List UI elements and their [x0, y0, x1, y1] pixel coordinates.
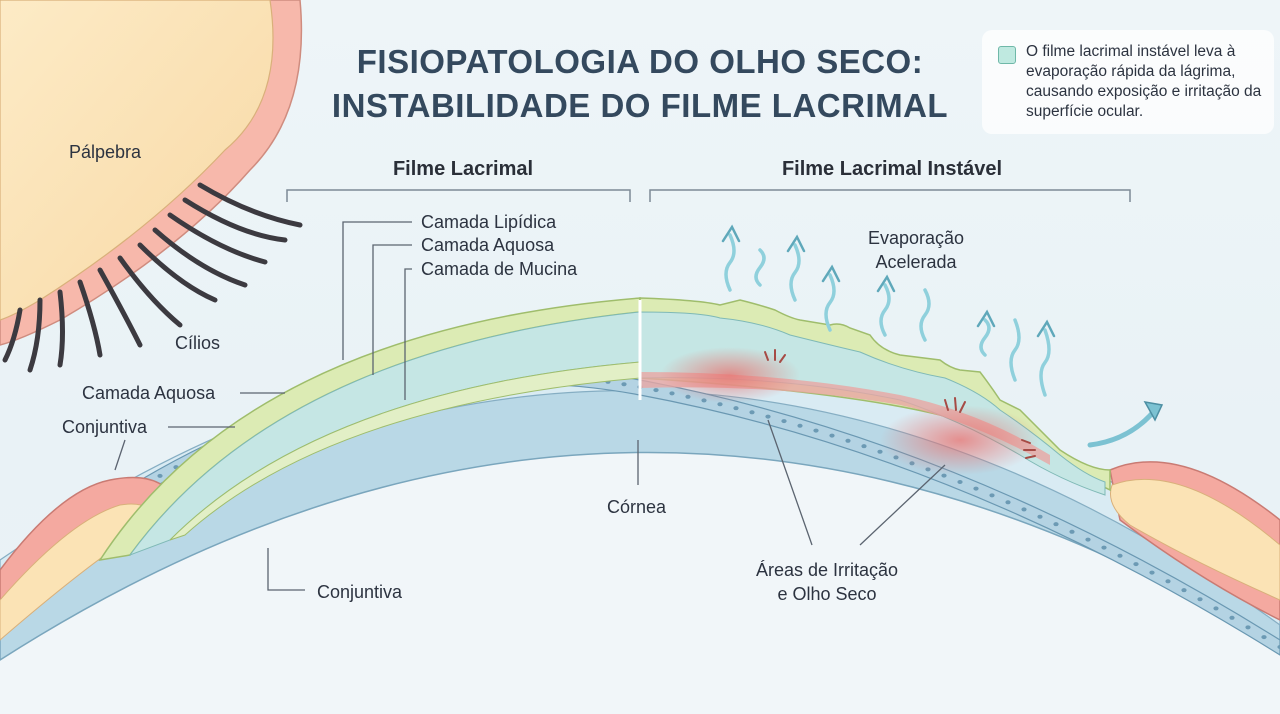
epithelium-cell — [1021, 507, 1027, 512]
epithelium-cell — [1277, 645, 1280, 649]
epithelium-cell — [1117, 553, 1123, 558]
legend-box: O filme lacrimal instável leva à evapora… — [982, 30, 1274, 134]
epithelium-cell — [1261, 635, 1267, 640]
label-cilios: Cílios — [175, 333, 221, 353]
label-conjuntiva-bottom: Conjuntiva — [317, 582, 403, 602]
evaporation-wisp — [724, 233, 736, 292]
evaporation-arrow-head — [821, 264, 841, 283]
label-irritacao: Áreas de Irritação e Olho Seco — [756, 558, 898, 606]
epithelium-cell — [1037, 514, 1043, 519]
epithelium-cell — [1245, 625, 1251, 630]
epithelium-cell — [941, 473, 947, 478]
evaporation-wisp — [1039, 328, 1051, 397]
evaporation-wisp — [979, 318, 991, 357]
epithelium-cell — [973, 486, 979, 491]
evaporation-arrow-head — [976, 309, 996, 328]
epithelium-cell — [1133, 562, 1139, 567]
legend-text: O filme lacrimal instável leva à evapora… — [1026, 43, 1262, 120]
label-conjuntiva-left: Conjuntiva — [62, 417, 148, 437]
legend-swatch-icon — [998, 46, 1016, 64]
epithelium-cell — [653, 388, 659, 393]
epithelium-cell — [1053, 522, 1059, 527]
title-line-1: FISIOPATOLOGIA DO OLHO SECO: — [356, 43, 924, 80]
page-title: FISIOPATOLOGIA DO OLHO SECO: INSTABILIDA… — [332, 40, 948, 128]
label-palpebra: Pálpebra — [69, 142, 142, 162]
lower-eyelid-right-inner — [1110, 478, 1280, 601]
epithelium-cell — [749, 410, 755, 415]
epithelium-cell — [1229, 615, 1235, 620]
label-camada-mucina: Camada de Mucina — [421, 259, 578, 279]
evaporation-wisp — [789, 243, 801, 302]
epithelium-cell — [1005, 500, 1011, 505]
epithelium-cell — [669, 391, 675, 396]
leader-lines — [114, 221, 946, 591]
evaporation-arrow-head — [876, 274, 896, 293]
epithelium-cell — [781, 419, 787, 424]
label-irritacao-line-1: Áreas de Irritação — [755, 560, 899, 580]
evaporation-wisp — [919, 288, 931, 342]
label-evaporacao: Evaporação Acelerada — [868, 226, 964, 274]
evaporation-arrows — [721, 224, 1056, 397]
epithelium-cell — [1213, 606, 1219, 611]
irritation-area — [880, 405, 1040, 475]
irritation-marks — [764, 349, 1036, 459]
epithelium-cell — [1165, 579, 1171, 584]
label-camada-aquosa-left: Camada Aquosa — [82, 383, 216, 403]
epithelium-cell — [829, 433, 835, 438]
epithelium-cell — [157, 473, 163, 478]
epithelium-cell — [989, 493, 995, 498]
title-line-2: INSTABILIDADE DO FILME LACRIMAL — [331, 87, 949, 124]
epithelium-cell — [877, 449, 883, 454]
epithelium-cell — [1149, 570, 1155, 575]
evaporation-arrow-head — [721, 224, 741, 243]
epithelium-cell — [797, 423, 803, 428]
evaporation-arrow-head — [1036, 319, 1056, 338]
upper-eyelid-skin — [0, 0, 274, 321]
section-heading-healthy: Filme Lacrimal — [392, 158, 534, 180]
epithelium-cell — [1085, 537, 1091, 542]
epithelium-cell — [733, 406, 739, 411]
irritation-area — [660, 347, 800, 403]
label-camada-aquosa-top: Camada Aquosa — [421, 235, 555, 255]
section-brackets — [286, 189, 1131, 202]
epithelium-cell — [621, 382, 627, 387]
epithelium-cell — [1197, 597, 1203, 602]
evaporation-wisp — [879, 283, 891, 337]
label-irritacao-line-2: e Olho Seco — [777, 584, 877, 604]
epithelium-cell — [1069, 529, 1075, 534]
epithelium-cell — [845, 438, 851, 443]
evaporation-arrow-head — [786, 234, 806, 253]
label-camada-lipidica: Camada Lipídica — [421, 212, 557, 232]
label-evaporacao-line-2: Acelerada — [875, 252, 957, 272]
epithelium-cell — [717, 402, 723, 407]
label-evaporacao-line-1: Evaporação — [867, 228, 965, 248]
epithelium-cell — [1181, 588, 1187, 593]
evaporation-wisp — [754, 248, 766, 287]
exposure-arrow — [1087, 407, 1158, 448]
epithelium-cell — [957, 480, 963, 484]
epithelium-cell — [765, 414, 771, 419]
evaporation-wisp — [824, 273, 836, 332]
epithelium-cell — [861, 444, 867, 449]
section-heading-unstable: Filme Lacrimal Instável — [781, 158, 1003, 180]
epithelium-cell — [813, 428, 819, 433]
label-cornea: Córnea — [607, 497, 667, 517]
epithelium-cell — [1101, 545, 1107, 550]
exposure-arrow-head — [1143, 400, 1164, 422]
eyelashes — [2, 182, 303, 373]
evaporation-wisp — [1009, 318, 1021, 382]
